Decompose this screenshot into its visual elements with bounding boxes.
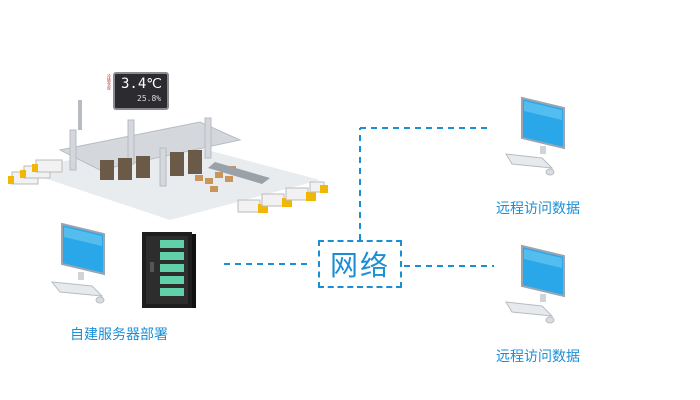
network-node: 网络 (318, 240, 402, 288)
network-label: 网络 (329, 249, 390, 282)
temperature-value: 3.4℃ (121, 76, 163, 92)
display-label: 冷链仓库 (107, 74, 112, 90)
server-rack-icon (142, 232, 196, 308)
remote-monitor-top-icon (505, 96, 565, 176)
humidity-value: 25.8% (137, 94, 162, 103)
warehouse-illustration (8, 100, 328, 220)
remote-monitor-bottom-icon (505, 244, 565, 324)
server-caption: 自建服务器部署 (70, 327, 168, 343)
monitor-icon (50, 222, 105, 304)
remote-caption-top: 远程访问数据 (496, 201, 580, 217)
temperature-display: 3.4℃ 25.8% (113, 72, 169, 110)
remote-caption-bottom: 远程访问数据 (496, 349, 580, 365)
